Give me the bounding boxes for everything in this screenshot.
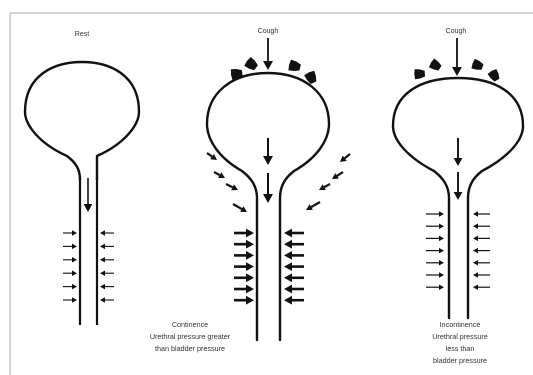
urethral-pressure-arrow-right [284,229,304,238]
urethral-pressure-arrow-left [426,284,444,290]
internal-pressure-arrow-lower [263,173,273,203]
abdominal-pressure-blob [429,59,442,71]
urethral-pressure-arrow-left [234,240,254,249]
urethral-pressure-arrow-left [426,248,444,254]
urethral-pressure-arrow-right [473,260,490,266]
urethral-pressure-arrow-left [63,284,77,290]
cough-arrow-panel-2 [263,38,273,70]
transmitted-pressure-arrow-right [319,184,330,190]
transmitted-pressure-arrow-right [306,202,320,210]
urethral-pressure-arrow-right [100,270,114,276]
urethral-pressure-arrow-right [284,285,304,294]
urethral-pressure-arrow-left [234,285,254,294]
urethral-pressure-arrow-left [63,297,77,303]
caption-incontinence-line-1: Incontinence [440,320,481,329]
urethral-pressure-arrow-left [63,244,77,250]
panel-cough-title-1: Cough [258,28,279,35]
urethral-pressure-arrow-right [284,262,304,271]
urethral-pressure-arrow-left [426,236,444,242]
caption-continence-line-3: than bladder pressure [155,344,225,353]
urethral-pressure-arrow-left [63,230,77,236]
transmitted-pressure-arrow-right [332,172,343,179]
urethral-pressure-arrow-left [234,262,254,271]
urethral-pressure-arrow-right [473,211,490,217]
internal-pressure-arrow-upper [454,138,463,166]
panel-cough-continence: Cough Continence Urethral pressure great… [150,28,350,353]
transmitted-pressure-arrow-left [226,184,238,190]
urethral-pressure-arrow-right [100,257,114,263]
panel-cough-title-2: Cough [446,28,467,35]
urethral-pressure-arrow-left [234,273,254,282]
urethral-pressure-arrow-right [100,284,114,290]
internal-pressure-arrow-lower [454,172,463,200]
transmitted-pressure-arrow-left [214,172,225,178]
urethral-pressure-arrow-right [100,244,114,250]
urethral-pressure-arrow-right [100,297,114,303]
urethral-pressure-arrow-left [63,270,77,276]
urethral-pressure-arrow-right [100,230,114,236]
urethral-pressure-arrow-left [426,211,444,217]
cough-arrow-panel-3 [452,38,462,76]
panel-rest: Rest [25,31,139,325]
caption-incontinence-line-3: less than [446,344,475,353]
urethral-pressure-arrow-right [284,296,304,305]
urethral-pressure-arrow-left [426,272,444,278]
urethral-pressure-arrow-right [473,284,490,290]
urethral-pressure-arrow-right [284,251,304,260]
abdominal-pressure-blob [244,57,258,70]
abdominal-pressure-blob [471,59,483,70]
caption-incontinence-line-2: Urethral pressure [432,332,488,341]
caption-continence-line-2: Urethral pressure greater [150,332,231,341]
urethral-pressure-arrow-right [284,273,304,282]
urethral-pressure-arrow-right [473,236,490,242]
urethral-pressure-arrow-left [234,251,254,260]
transmitted-pressure-arrow-left [207,153,217,160]
urethral-pressure-arrow-left [63,257,77,263]
urethral-pressure-arrow-left [426,223,444,229]
urethral-pressure-arrow-left [234,296,254,305]
bladder-rest [25,62,139,180]
transmitted-pressure-arrow-left [233,204,247,212]
transmitted-pressure-arrow-right [340,154,350,162]
caption-continence-line-1: Continence [172,320,208,329]
panel-cough-incontinence: Cough Incontinence Urethral pressure les… [393,28,523,365]
abdominal-pressure-blob [488,69,500,82]
urethral-pressure-arrow-right [284,240,304,249]
urethral-pressure-arrow-right [473,272,490,278]
abdominal-pressure-blob [414,69,425,79]
internal-pressure-arrow-rest [84,178,93,212]
panel-rest-title: Rest [75,31,89,38]
urethral-pressure-arrow-left [234,229,254,238]
urethral-pressure-arrow-left [426,260,444,266]
internal-pressure-arrow-upper [263,138,273,165]
urethral-pressure-arrow-right [473,223,490,229]
urethral-pressure-arrow-right [473,248,490,254]
abdominal-pressure-blob [288,60,301,71]
caption-incontinence-line-4: bladder pressure [433,356,487,365]
